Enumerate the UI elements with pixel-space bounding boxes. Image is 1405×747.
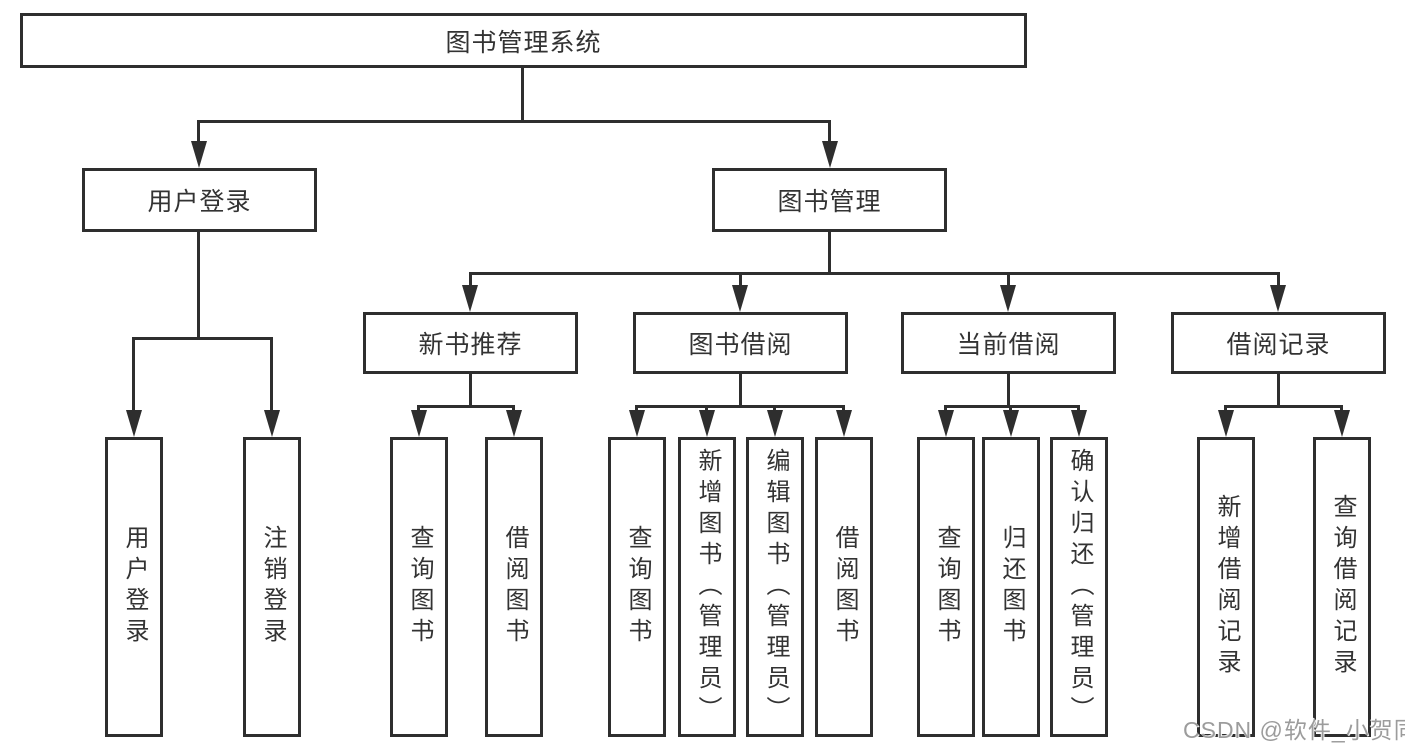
- edge-login-hline: [132, 337, 273, 340]
- leaf-recommend-borrow-books-label: 借阅图书: [501, 525, 528, 649]
- arrow-down-icon: [767, 410, 783, 437]
- edge-records-hline: [1224, 405, 1343, 408]
- arrow-down-icon: [506, 410, 522, 437]
- leaf-current-return-books-label: 归还图书: [998, 525, 1025, 649]
- node-new-book-recommend-label: 新书推荐: [418, 331, 523, 359]
- leaf-recommend-query-books: 查询图书: [390, 437, 448, 737]
- node-book-management: 图书管理: [712, 168, 947, 232]
- leaf-user-login-label: 用户登录: [121, 525, 148, 649]
- arrow-down-icon: [1270, 285, 1286, 312]
- leaf-logout: 注销登录: [243, 437, 301, 737]
- leaf-current-query-books-label: 查询图书: [933, 525, 960, 649]
- node-root-label: 图书管理系统: [445, 28, 602, 57]
- leaf-records-add-record: 新增借阅记录: [1197, 437, 1255, 737]
- node-user-login: 用户登录: [82, 168, 317, 232]
- node-user-login-label: 用户登录: [147, 188, 252, 216]
- node-book-borrow-label: 图书借阅: [688, 331, 793, 359]
- leaf-current-confirm-return-admin-label: 确认归还（管理员）: [1066, 447, 1093, 727]
- leaf-records-add-record-label: 新增借阅记录: [1213, 494, 1240, 680]
- leaf-current-return-books: 归还图书: [982, 437, 1040, 737]
- edge-mgmt-drop2: [739, 272, 742, 294]
- arrow-down-icon: [822, 141, 838, 168]
- arrow-down-icon: [411, 410, 427, 437]
- edge-root-drop-left: [197, 120, 200, 152]
- leaf-borrow-borrow-books-label: 借阅图书: [831, 525, 858, 649]
- leaf-logout-label: 注销登录: [259, 525, 286, 649]
- leaf-current-confirm-return-admin: 确认归还（管理员）: [1050, 437, 1108, 737]
- arrow-down-icon: [699, 410, 715, 437]
- arrow-down-icon: [1218, 410, 1234, 437]
- leaf-records-query-record-label: 查询借阅记录: [1329, 494, 1356, 680]
- edge-mgmt-drop4: [1277, 272, 1280, 294]
- edge-borrow-stem: [739, 374, 742, 408]
- node-root: 图书管理系统: [20, 13, 1027, 68]
- leaf-user-login: 用户登录: [105, 437, 163, 737]
- node-borrow-records-label: 借阅记录: [1226, 331, 1331, 359]
- edge-login-drop1: [132, 337, 135, 417]
- leaf-borrow-add-books-admin-label: 新增图书（管理员）: [694, 447, 721, 727]
- node-current-borrow: 当前借阅: [901, 312, 1116, 374]
- arrow-down-icon: [836, 410, 852, 437]
- arrow-down-icon: [191, 141, 207, 168]
- leaf-recommend-borrow-books: 借阅图书: [485, 437, 543, 737]
- edge-current-stem: [1007, 374, 1010, 408]
- leaf-borrow-query-books: 查询图书: [608, 437, 666, 737]
- edge-recommend-stem: [469, 374, 472, 408]
- edge-borrow-hline: [635, 405, 845, 408]
- arrow-down-icon: [629, 410, 645, 437]
- node-new-book-recommend: 新书推荐: [363, 312, 578, 374]
- node-book-borrow: 图书借阅: [633, 312, 848, 374]
- arrow-down-icon: [1071, 410, 1087, 437]
- edge-login-stem: [197, 232, 200, 340]
- arrow-down-icon: [264, 410, 280, 437]
- csdn-watermark: CSDN @软件_小贺同学: [1183, 717, 1405, 743]
- edge-root-drop-right: [828, 120, 831, 152]
- edge-mgmt-stem: [828, 232, 831, 275]
- arrow-down-icon: [938, 410, 954, 437]
- edge-mgmt-drop3: [1007, 272, 1010, 294]
- edge-current-hline: [944, 405, 1080, 408]
- arrow-down-icon: [732, 285, 748, 312]
- leaf-current-query-books: 查询图书: [917, 437, 975, 737]
- arrow-down-icon: [1000, 285, 1016, 312]
- leaf-borrow-edit-books-admin-label: 编辑图书（管理员）: [762, 447, 789, 727]
- arrow-down-icon: [126, 410, 142, 437]
- arrow-down-icon: [1334, 410, 1350, 437]
- edge-mgmt-hline: [469, 272, 1280, 275]
- node-book-management-label: 图书管理: [777, 188, 882, 216]
- arrow-down-icon: [1003, 410, 1019, 437]
- edge-login-drop2: [270, 337, 273, 417]
- edge-root-hline: [197, 120, 831, 123]
- node-current-borrow-label: 当前借阅: [956, 331, 1061, 359]
- edge-mgmt-drop1: [469, 272, 472, 294]
- leaf-borrow-add-books-admin: 新增图书（管理员）: [678, 437, 736, 737]
- edge-recommend-hline: [417, 405, 515, 408]
- leaf-borrow-borrow-books: 借阅图书: [815, 437, 873, 737]
- arrow-down-icon: [462, 285, 478, 312]
- leaf-borrow-edit-books-admin: 编辑图书（管理员）: [746, 437, 804, 737]
- leaf-recommend-query-books-label: 查询图书: [406, 525, 433, 649]
- leaf-borrow-query-books-label: 查询图书: [624, 525, 651, 649]
- edge-root-stem: [521, 68, 524, 123]
- node-borrow-records: 借阅记录: [1171, 312, 1386, 374]
- leaf-records-query-record: 查询借阅记录: [1313, 437, 1371, 737]
- edge-records-stem: [1277, 374, 1280, 408]
